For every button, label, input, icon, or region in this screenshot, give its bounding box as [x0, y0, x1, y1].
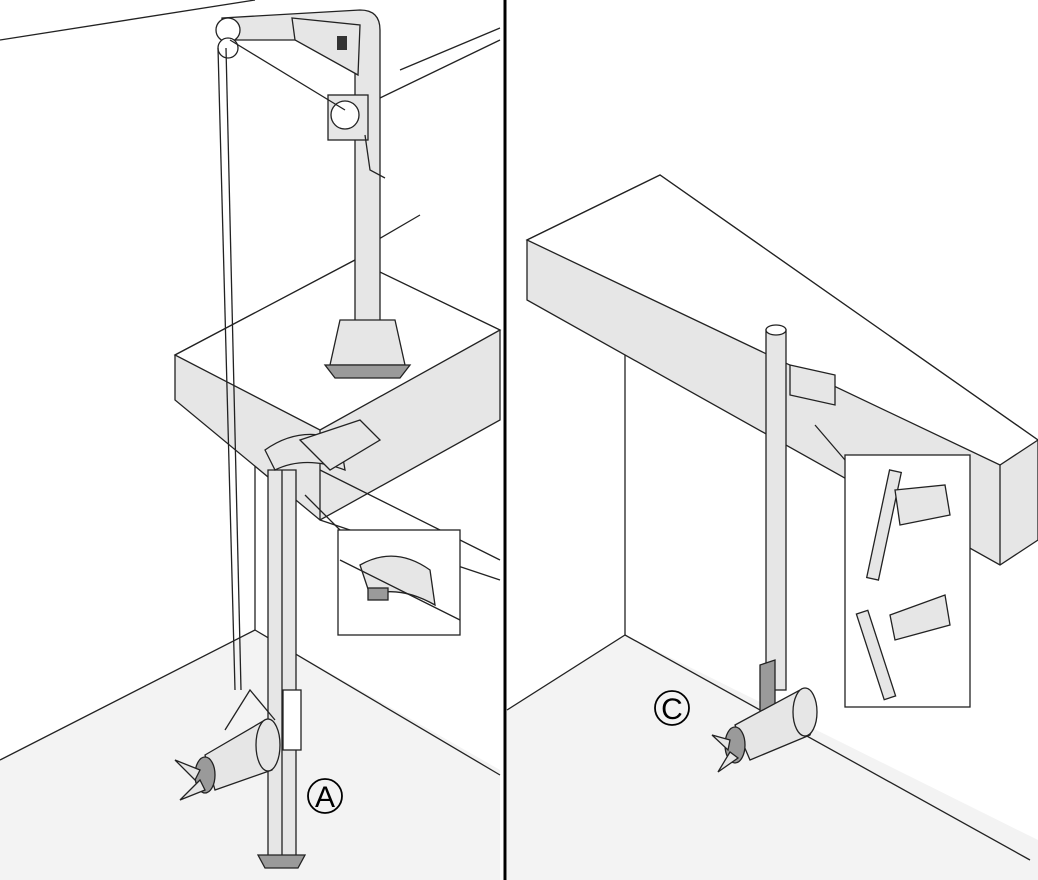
left-panel-room: [0, 0, 501, 880]
label-a: A: [307, 778, 343, 814]
mixer-c: [711, 687, 818, 773]
winch-icon: [330, 100, 360, 130]
davit-crane: [215, 9, 412, 691]
label-c-text: C: [661, 693, 683, 726]
label-c: C: [654, 690, 690, 726]
guide-pole-c: [759, 324, 836, 721]
detail-inset-c: [814, 424, 971, 708]
label-a-text: A: [315, 781, 335, 814]
mixer-a: [174, 688, 281, 801]
detail-inset-a: [304, 494, 461, 636]
